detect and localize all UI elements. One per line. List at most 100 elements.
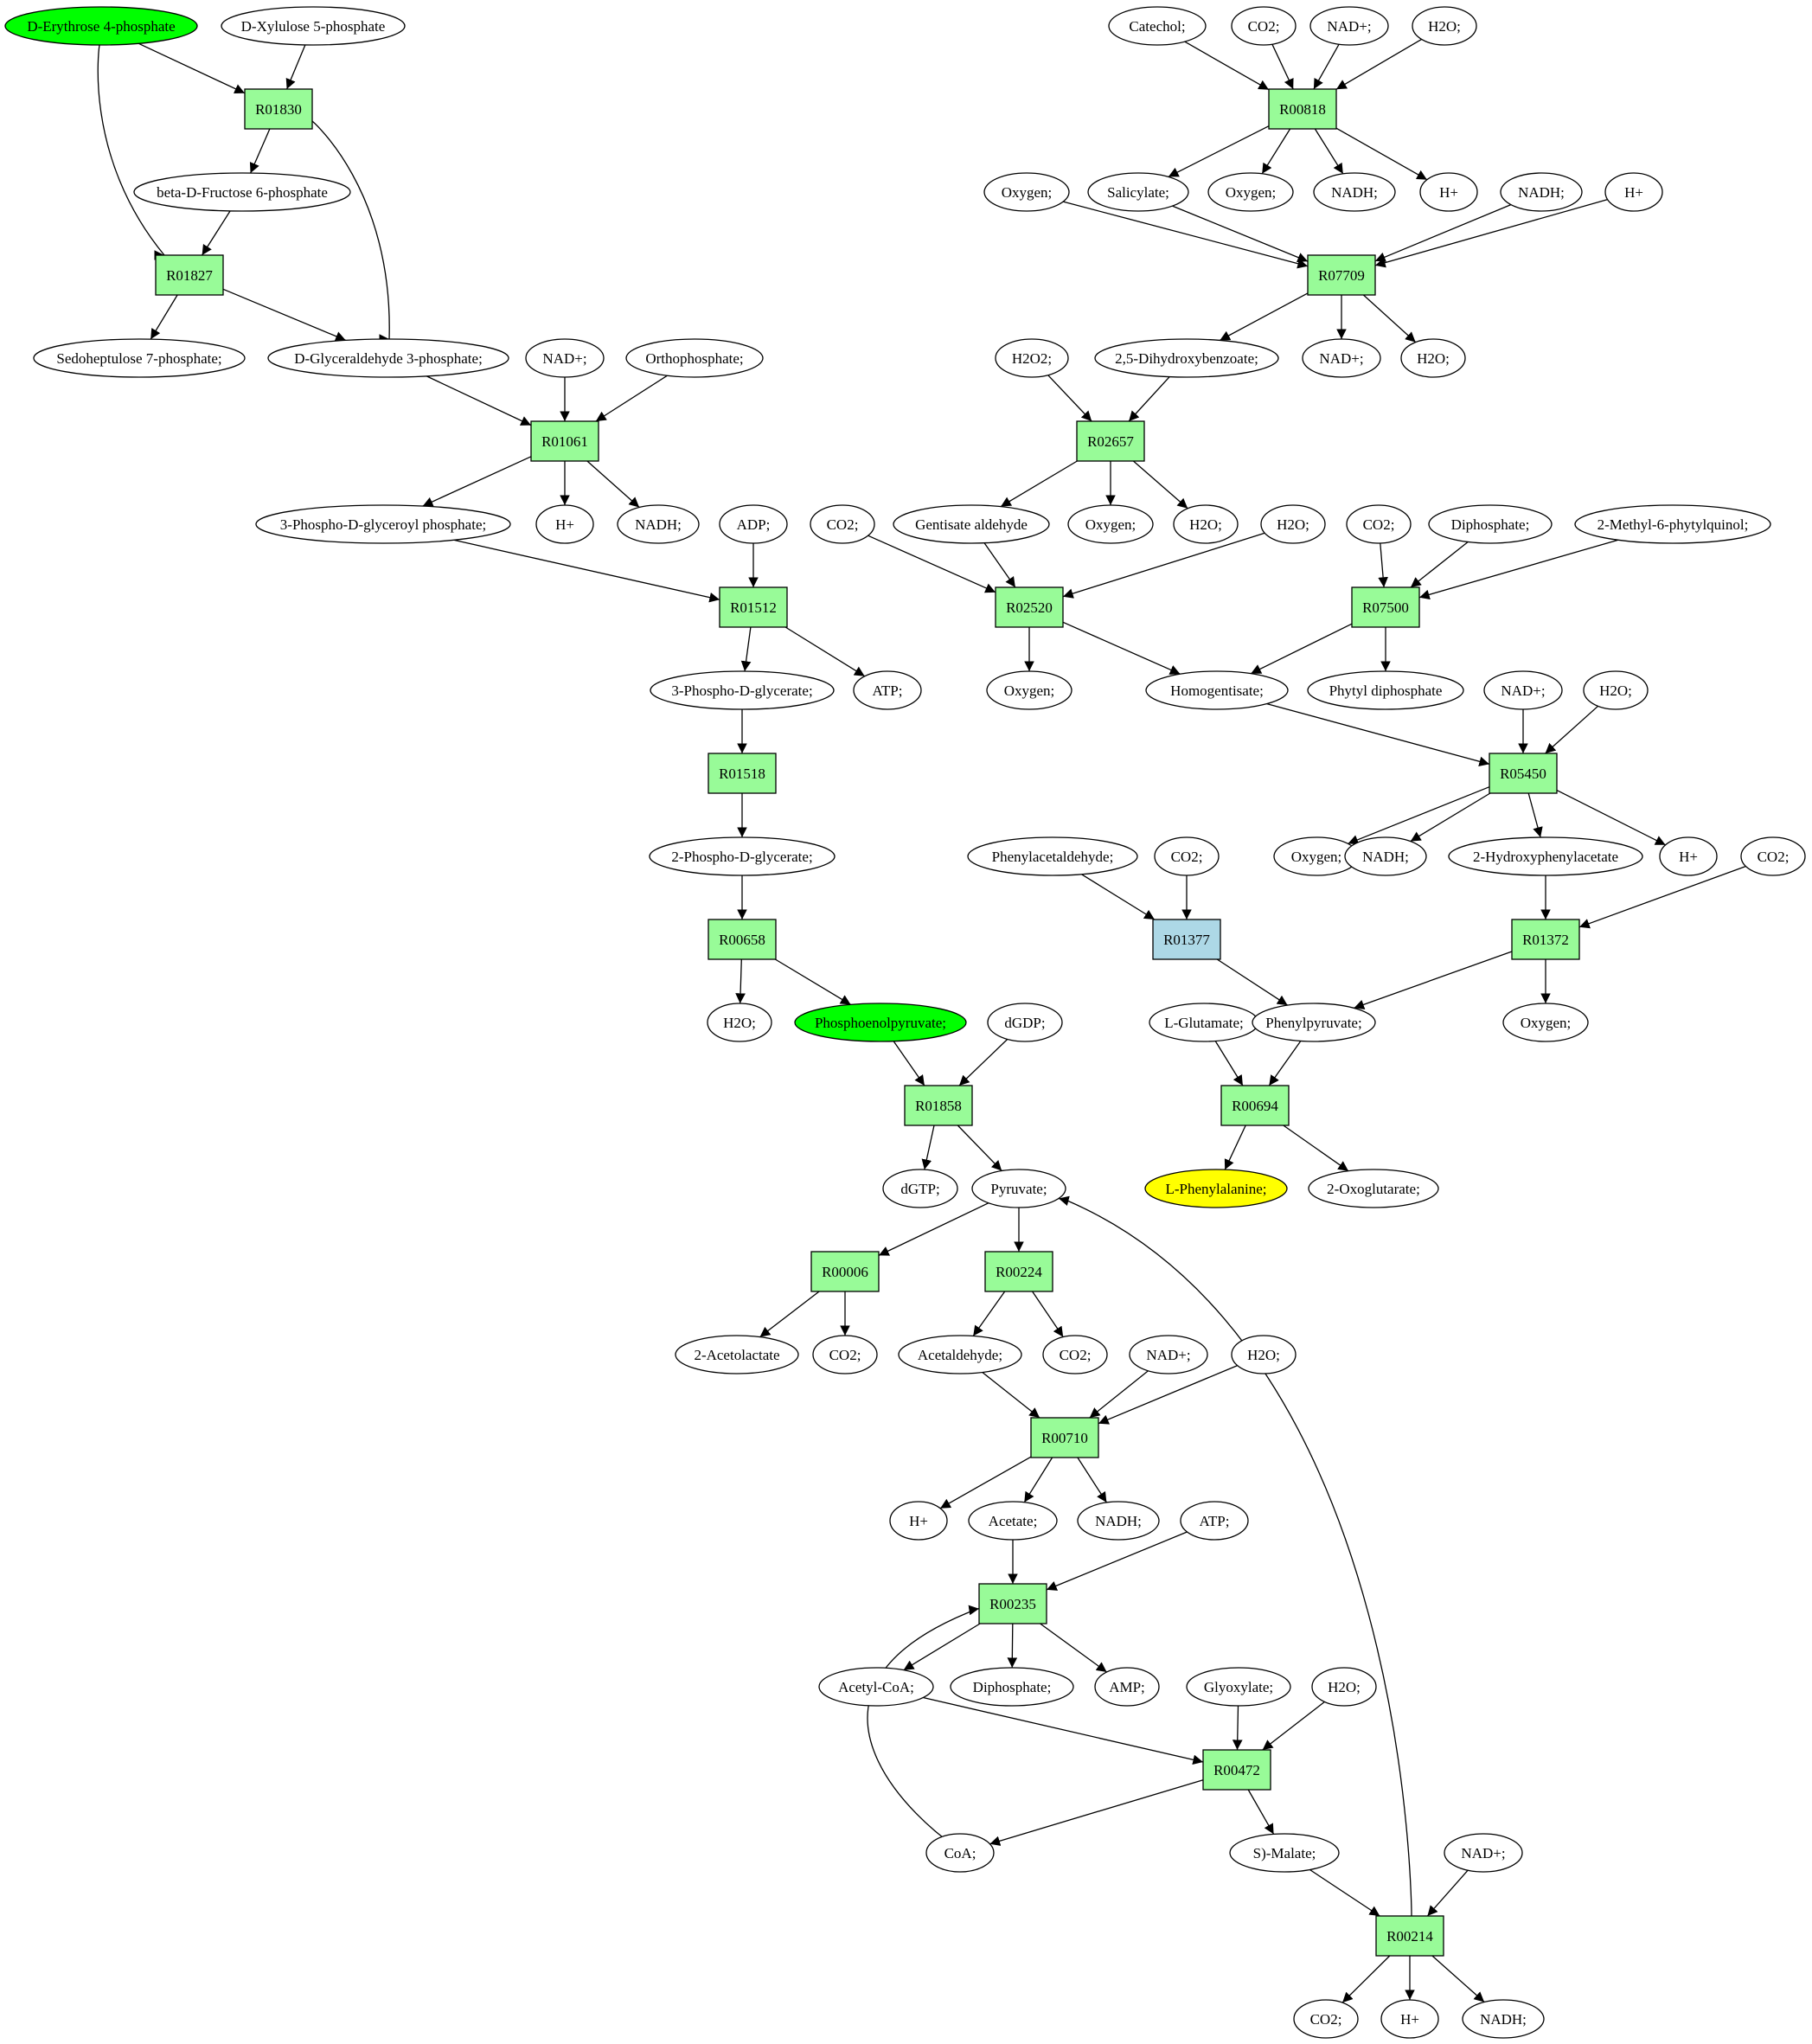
compound-node-c_nadh_b[interactable]: NADH; — [1077, 1501, 1160, 1541]
compound-node-c_nad_d[interactable]: NAD+; — [1309, 6, 1389, 46]
compound-node-c_2hpa[interactable]: 2-Hydroxyphenylacetate — [1448, 836, 1643, 876]
compound-node-c_pyr[interactable]: Pyruvate; — [971, 1169, 1066, 1208]
reaction-node-r_R07500[interactable]: R07500 — [1351, 586, 1420, 628]
compound-node-c_oxy_e[interactable]: Oxygen; — [1273, 836, 1360, 876]
compound-node-c_orthop[interactable]: Orthophosphate; — [625, 338, 764, 378]
reaction-node-r_R01377[interactable]: R01377 — [1152, 919, 1221, 960]
compound-node-c_lphe[interactable]: L-Phenylalanine; — [1144, 1169, 1288, 1208]
reaction-node-r_R01830[interactable]: R01830 — [244, 88, 313, 130]
reaction-node-r_R00694[interactable]: R00694 — [1220, 1085, 1290, 1126]
compound-node-c_s7p[interactable]: Sedoheptulose 7-phosphate; — [33, 338, 246, 378]
compound-node-c_h_f[interactable]: H+ — [1659, 836, 1718, 876]
reaction-node-r_R01372[interactable]: R01372 — [1511, 919, 1580, 960]
compound-node-c_dgdp[interactable]: dGDP; — [987, 1003, 1063, 1042]
reaction-node-r_R01061[interactable]: R01061 — [530, 420, 599, 462]
compound-node-c_co2_h[interactable]: CO2; — [1154, 836, 1220, 876]
compound-node-c_nad_f[interactable]: NAD+; — [1483, 670, 1563, 710]
compound-node-c_diph_a[interactable]: Diphosphate; — [950, 1667, 1074, 1707]
compound-node-c_mpq[interactable]: 2-Methyl-6-phytylquinol; — [1574, 504, 1771, 544]
compound-node-c_h_b[interactable]: H+ — [889, 1501, 948, 1541]
reaction-node-r_R05450[interactable]: R05450 — [1489, 753, 1558, 794]
compound-node-c_adp[interactable]: ADP; — [719, 504, 788, 544]
compound-node-c_homog[interactable]: Homogentisate; — [1145, 670, 1289, 710]
compound-node-c_glyox[interactable]: Glyoxylate; — [1186, 1667, 1291, 1707]
compound-node-c_phpyr[interactable]: Phenylpyruvate; — [1252, 1003, 1376, 1042]
reaction-node-r_R01827[interactable]: R01827 — [155, 254, 224, 296]
compound-node-c_3pdgp[interactable]: 3-Phospho-D-glyceroyl phosphate; — [255, 504, 511, 544]
reaction-node-r_R01512[interactable]: R01512 — [719, 586, 788, 628]
compound-node-c_g3p[interactable]: D-Glyceraldehyde 3-phosphate; — [267, 338, 509, 378]
reaction-node-r_R00710[interactable]: R00710 — [1030, 1417, 1099, 1458]
compound-node-c_oxy_c[interactable]: Oxygen; — [1067, 504, 1154, 544]
compound-node-c_3pg[interactable]: 3-Phospho-D-glycerate; — [650, 670, 835, 710]
compound-node-c_h2o_c[interactable]: H2O; — [1311, 1667, 1377, 1707]
compound-node-c_coa[interactable]: CoA; — [925, 1833, 995, 1873]
compound-node-c_dgtp[interactable]: dGTP; — [882, 1169, 958, 1208]
reaction-node-r_R02657[interactable]: R02657 — [1076, 420, 1145, 462]
compound-node-c_malate[interactable]: S)-Malate; — [1229, 1833, 1340, 1873]
compound-node-c_h_c[interactable]: H+ — [1380, 1999, 1439, 2039]
compound-node-c_h2o_f[interactable]: H2O; — [1173, 504, 1239, 544]
reaction-node-r_R00818[interactable]: R00818 — [1268, 88, 1337, 130]
reaction-node-r_R01858[interactable]: R01858 — [904, 1085, 973, 1126]
compound-node-c_nad_b[interactable]: NAD+; — [1129, 1335, 1208, 1374]
reaction-node-r_R00658[interactable]: R00658 — [708, 919, 777, 960]
compound-node-c_amp[interactable]: AMP; — [1094, 1667, 1160, 1707]
compound-node-c_nad_a[interactable]: NAD+; — [525, 338, 605, 378]
compound-node-c_atp_a[interactable]: ATP; — [853, 670, 922, 710]
compound-node-c_co2_c[interactable]: CO2; — [1293, 1999, 1359, 2039]
compound-node-c_lglu[interactable]: L-Glutamate; — [1149, 1003, 1259, 1042]
reaction-node-r_R01518[interactable]: R01518 — [708, 753, 777, 794]
compound-node-c_diph_b[interactable]: Diphosphate; — [1428, 504, 1553, 544]
compound-node-c_co2_f[interactable]: CO2; — [1346, 504, 1412, 544]
compound-node-c_h2o2[interactable]: H2O2; — [995, 338, 1069, 378]
compound-node-c_co2_b[interactable]: CO2; — [1042, 1335, 1108, 1374]
compound-node-c_25dhb[interactable]: 2,5-Dihydroxybenzoate; — [1094, 338, 1279, 378]
compound-node-c_pep[interactable]: Phosphoenolpyruvate; — [794, 1003, 967, 1042]
compound-node-c_h_e[interactable]: H+ — [1604, 172, 1663, 212]
compound-node-c_h_a[interactable]: H+ — [535, 504, 594, 544]
compound-node-c_h2o_h[interactable]: H2O; — [1583, 670, 1649, 710]
reaction-node-r_R07709[interactable]: R07709 — [1307, 254, 1376, 296]
compound-node-c_oxy_b[interactable]: Oxygen; — [1207, 172, 1294, 212]
compound-node-c_oxy_d[interactable]: Oxygen; — [986, 670, 1072, 710]
reaction-node-r_R00224[interactable]: R00224 — [984, 1251, 1053, 1292]
reaction-node-r_R00214[interactable]: R00214 — [1375, 1915, 1444, 1957]
compound-node-c_h2o_d[interactable]: H2O; — [1412, 6, 1477, 46]
compound-node-c_xu5p[interactable]: D-Xylulose 5-phosphate — [221, 6, 406, 46]
compound-node-c_acald[interactable]: Acetaldehyde; — [898, 1335, 1022, 1374]
compound-node-c_nadh_a[interactable]: NADH; — [617, 504, 700, 544]
compound-node-c_2acl[interactable]: 2-Acetolactate — [675, 1335, 799, 1374]
compound-node-c_co2_a[interactable]: CO2; — [812, 1335, 878, 1374]
compound-node-c_phytdp[interactable]: Phytyl diphosphate — [1307, 670, 1464, 710]
compound-node-c_nadh_f[interactable]: NADH; — [1344, 836, 1427, 876]
compound-node-c_gentald[interactable]: Gentisate aldehyde — [893, 504, 1050, 544]
compound-node-c_h_d[interactable]: H+ — [1419, 172, 1478, 212]
compound-node-c_h2o_a[interactable]: H2O; — [707, 1003, 772, 1042]
compound-node-c_co2_d[interactable]: CO2; — [1231, 6, 1297, 46]
compound-node-c_oxy_f[interactable]: Oxygen; — [1502, 1003, 1589, 1042]
compound-node-c_e4p[interactable]: D-Erythrose 4-phosphate — [4, 6, 198, 46]
compound-node-c_nadh_c[interactable]: NADH; — [1462, 1999, 1545, 2039]
compound-node-c_bdf6p[interactable]: beta-D-Fructose 6-phosphate — [133, 172, 351, 212]
compound-node-c_nad_c[interactable]: NAD+; — [1444, 1833, 1523, 1873]
compound-node-c_phald[interactable]: Phenylacetaldehyde; — [967, 836, 1138, 876]
reaction-node-r_R00006[interactable]: R00006 — [810, 1251, 880, 1292]
compound-node-c_salic[interactable]: Salicylate; — [1087, 172, 1189, 212]
compound-node-c_catechol[interactable]: Catechol; — [1108, 6, 1207, 46]
compound-node-c_h2o_e[interactable]: H2O; — [1400, 338, 1466, 378]
compound-node-c_nadh_d[interactable]: NADH; — [1313, 172, 1396, 212]
reaction-node-r_R00472[interactable]: R00472 — [1202, 1749, 1271, 1791]
compound-node-c_2pg[interactable]: 2-Phospho-D-glycerate; — [649, 836, 836, 876]
reaction-node-r_R00235[interactable]: R00235 — [978, 1583, 1047, 1624]
compound-node-c_nad_e[interactable]: NAD+; — [1302, 338, 1381, 378]
compound-node-c_h2o_g[interactable]: H2O; — [1260, 504, 1326, 544]
compound-node-c_oxy_a[interactable]: Oxygen; — [983, 172, 1070, 212]
compound-node-c_acetate[interactable]: Acetate; — [968, 1501, 1058, 1541]
compound-node-c_co2_e[interactable]: CO2; — [810, 504, 875, 544]
compound-node-c_h2o_b[interactable]: H2O; — [1231, 1335, 1297, 1374]
reaction-node-r_R02520[interactable]: R02520 — [995, 586, 1064, 628]
compound-node-c_nadh_e[interactable]: NADH; — [1500, 172, 1583, 212]
compound-node-c_co2_g[interactable]: CO2; — [1740, 836, 1806, 876]
compound-node-c_atp_b[interactable]: ATP; — [1180, 1501, 1249, 1541]
